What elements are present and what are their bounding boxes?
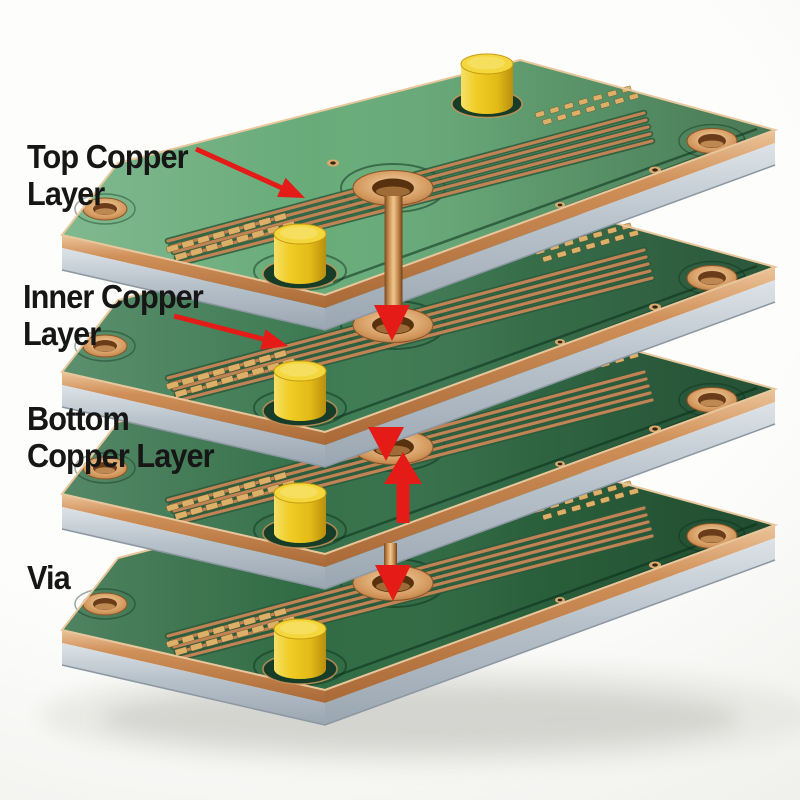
label-bottom-copper-layer: Bottom Copper Layer xyxy=(27,400,215,475)
label-line: Top Copper xyxy=(27,138,189,175)
via-arrow-down-base xyxy=(375,565,411,601)
via-barrel-upper xyxy=(384,196,403,323)
label-line: Bottom xyxy=(27,400,130,437)
label-top-copper-layer: Top Copper Layer xyxy=(27,138,189,213)
via-arrow-up-bottom xyxy=(384,452,422,523)
label-line: Via xyxy=(27,559,71,596)
label-inner-copper-layer: Inner Copper Layer xyxy=(23,278,204,353)
label-arrow-top-copper xyxy=(194,146,305,198)
via-arrow-down-inner xyxy=(374,305,410,341)
label-arrow-inner-copper xyxy=(173,313,288,350)
label-line: Inner Copper xyxy=(23,278,204,315)
label-line: Copper Layer xyxy=(27,436,215,474)
label-via: Via xyxy=(27,559,71,597)
label-line: Layer xyxy=(27,174,105,212)
component-cylinder-top xyxy=(451,53,523,119)
label-line: Layer xyxy=(23,314,101,352)
via-arrow-down-bottom xyxy=(368,427,404,461)
